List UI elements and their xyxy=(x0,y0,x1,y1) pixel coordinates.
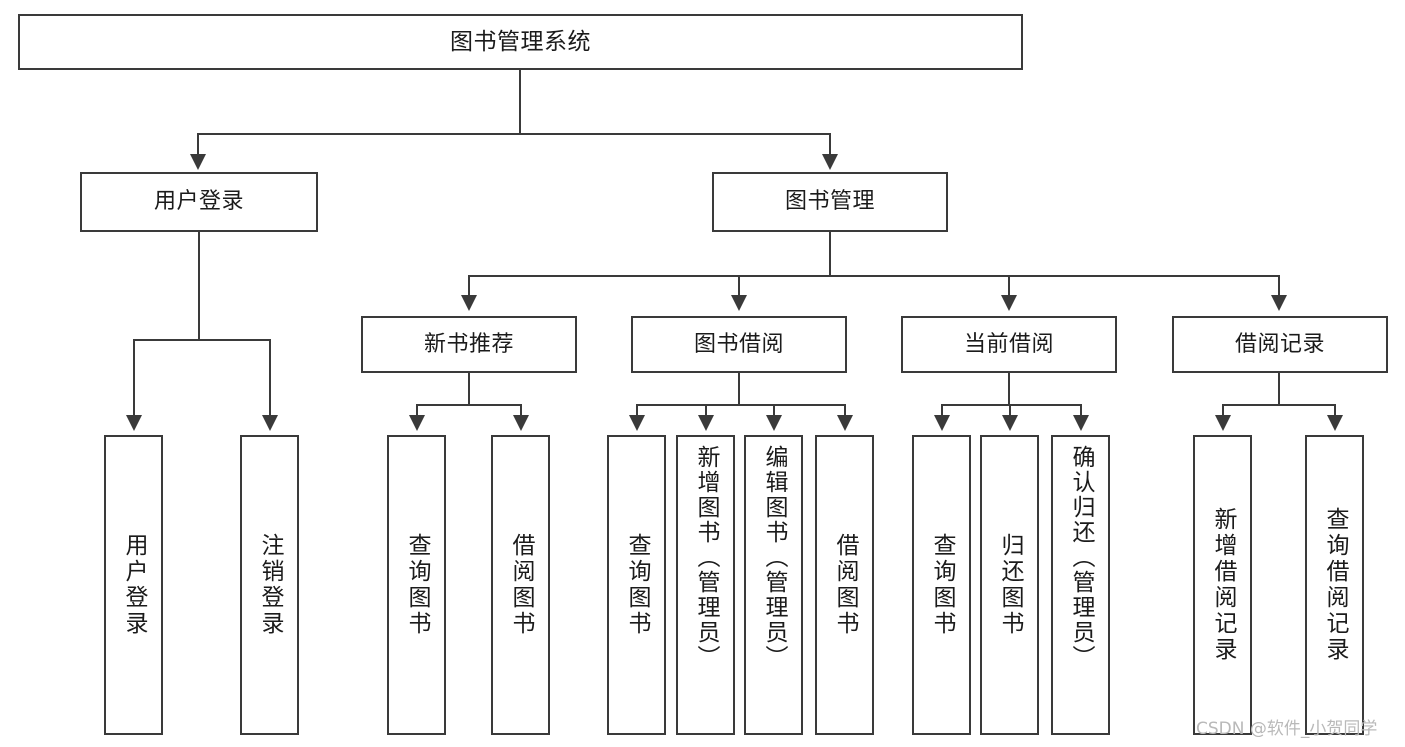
node-label: 用户登录 xyxy=(153,189,244,215)
node-new-book-rec[interactable]: 新书推荐 xyxy=(361,316,577,373)
node-label: 新增借阅记录 xyxy=(1210,507,1236,663)
arrowhead-query-book-2 xyxy=(629,415,645,431)
node-label: 查询图书 xyxy=(929,533,955,637)
node-leaf-logout[interactable]: 注销登录 xyxy=(240,435,299,735)
connector-borrow-record-stem xyxy=(1278,373,1280,405)
node-label: 用户登录 xyxy=(121,533,147,637)
node-label: 查询图书 xyxy=(404,533,430,637)
arrowhead-current-borrow xyxy=(1001,295,1017,311)
connector-drop-query-record xyxy=(1334,404,1336,418)
csdn-watermark: CSDN @软件_小贺同学 xyxy=(1196,719,1378,739)
arrowhead-leaf-logout xyxy=(262,415,278,431)
connector-drop-leaf-user-login xyxy=(133,339,135,417)
node-label: 当前借阅 xyxy=(963,331,1054,357)
connector-drop-return-book xyxy=(1009,404,1011,418)
arrowhead-borrow-book-1 xyxy=(513,415,529,431)
node-leaf-borrow-book-2[interactable]: 借阅图书 xyxy=(815,435,874,735)
connector-drop-book-manage xyxy=(829,133,831,156)
connector-new-book-rec-bus xyxy=(416,404,521,406)
connector-level3-bus xyxy=(468,275,1280,277)
arrowhead-borrow-record xyxy=(1271,295,1287,311)
arrowhead-new-book-rec xyxy=(461,295,477,311)
node-current-borrow[interactable]: 当前借阅 xyxy=(901,316,1117,373)
connector-current-borrow-stem xyxy=(1008,373,1010,405)
arrowhead-book-manage xyxy=(822,154,838,170)
arrowhead-edit-book xyxy=(766,415,782,431)
node-label: 查询借阅记录 xyxy=(1322,507,1348,663)
connector-user-login-bus xyxy=(133,339,270,341)
node-label: 图书管理 xyxy=(784,189,875,215)
arrowhead-return-book xyxy=(1002,415,1018,431)
connector-drop-query-book-3 xyxy=(941,404,943,418)
node-leaf-query-book-3[interactable]: 查询图书 xyxy=(912,435,971,735)
node-label: 借阅图书 xyxy=(832,533,858,637)
connector-root-stem xyxy=(519,70,521,134)
connector-drop-current-borrow xyxy=(1008,275,1010,297)
connector-book-manage-stem xyxy=(829,232,831,276)
arrowhead-borrow-book-2 xyxy=(837,415,853,431)
connector-drop-query-book-1 xyxy=(416,404,418,418)
connector-drop-add-record xyxy=(1222,404,1224,418)
arrowhead-add-record xyxy=(1215,415,1231,431)
node-label: 注销登录 xyxy=(257,533,283,637)
node-leaf-query-record[interactable]: 查询借阅记录 xyxy=(1305,435,1364,735)
arrowhead-confirm-return xyxy=(1073,415,1089,431)
connector-book-borrow-bus xyxy=(636,404,846,406)
node-user-login[interactable]: 用户登录 xyxy=(80,172,318,232)
connector-drop-borrow-book-2 xyxy=(844,404,846,418)
node-label: 确认归还（管理员） xyxy=(1068,445,1094,670)
arrowhead-leaf-user-login xyxy=(126,415,142,431)
connector-drop-add-book xyxy=(705,404,707,418)
connector-book-borrow-stem xyxy=(738,373,740,405)
connector-drop-edit-book xyxy=(773,404,775,418)
node-label: 归还图书 xyxy=(997,533,1023,637)
arrowhead-user-login xyxy=(190,154,206,170)
node-label: 编辑图书（管理员） xyxy=(761,445,787,670)
connector-drop-borrow-record xyxy=(1278,275,1280,297)
node-leaf-query-book-1[interactable]: 查询图书 xyxy=(387,435,446,735)
arrowhead-query-book-1 xyxy=(409,415,425,431)
node-label: 借阅图书 xyxy=(508,533,534,637)
connector-new-book-rec-stem xyxy=(468,373,470,405)
arrowhead-book-borrow xyxy=(731,295,747,311)
connector-user-login-stem xyxy=(198,232,200,340)
node-book-borrow[interactable]: 图书借阅 xyxy=(631,316,847,373)
node-label: 借阅记录 xyxy=(1234,331,1325,357)
node-leaf-return-book[interactable]: 归还图书 xyxy=(980,435,1039,735)
connector-drop-user-login xyxy=(197,133,199,156)
connector-drop-leaf-logout xyxy=(269,339,271,417)
node-leaf-borrow-book-1[interactable]: 借阅图书 xyxy=(491,435,550,735)
node-leaf-query-book-2[interactable]: 查询图书 xyxy=(607,435,666,735)
connector-drop-book-borrow xyxy=(738,275,740,297)
node-root-system[interactable]: 图书管理系统 xyxy=(18,14,1023,70)
arrowhead-add-book xyxy=(698,415,714,431)
node-leaf-confirm-return[interactable]: 确认归还（管理员） xyxy=(1051,435,1110,735)
connector-drop-new-book-rec xyxy=(468,275,470,297)
node-borrow-record[interactable]: 借阅记录 xyxy=(1172,316,1388,373)
node-label: 图书管理系统 xyxy=(450,28,591,55)
node-leaf-user-login[interactable]: 用户登录 xyxy=(104,435,163,735)
arrowhead-query-book-3 xyxy=(934,415,950,431)
node-label: 新书推荐 xyxy=(423,331,514,357)
node-label: 图书借阅 xyxy=(693,331,784,357)
connector-drop-query-book-2 xyxy=(636,404,638,418)
connector-current-borrow-bus xyxy=(941,404,1081,406)
node-leaf-edit-book[interactable]: 编辑图书（管理员） xyxy=(744,435,803,735)
node-leaf-add-book[interactable]: 新增图书（管理员） xyxy=(676,435,735,735)
arrowhead-query-record xyxy=(1327,415,1343,431)
connector-borrow-record-bus xyxy=(1222,404,1335,406)
node-label: 新增图书（管理员） xyxy=(693,445,719,670)
connector-drop-confirm-return xyxy=(1080,404,1082,418)
node-leaf-add-record[interactable]: 新增借阅记录 xyxy=(1193,435,1252,735)
connector-drop-borrow-book-1 xyxy=(520,404,522,418)
node-label: 查询图书 xyxy=(624,533,650,637)
connector-level2-bus xyxy=(197,133,831,135)
node-book-manage[interactable]: 图书管理 xyxy=(712,172,948,232)
